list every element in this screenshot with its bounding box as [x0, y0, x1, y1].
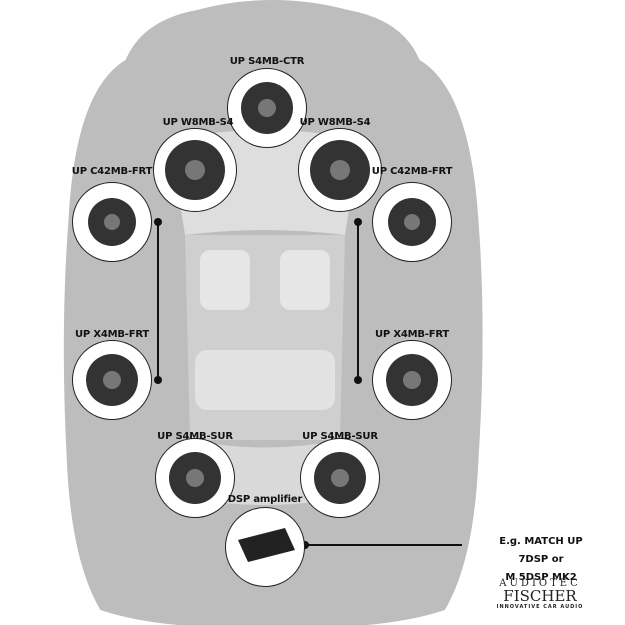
- label-woofer-left: UP W8MB-S4: [162, 117, 234, 128]
- label-surround-left: UP S4MB-SUR: [157, 431, 233, 442]
- speaker-front-comp-left: [72, 182, 152, 262]
- label-woofer-right: UP W8MB-S4: [299, 117, 371, 128]
- amplifier-note-line2: M 5DSP MK2: [505, 572, 577, 583]
- amplifier-note: E.g. MATCH UP 7DSP or M 5DSP MK2: [486, 533, 596, 587]
- dsp-amplifier: [225, 507, 305, 587]
- label-center: UP S4MB-CTR: [229, 56, 305, 67]
- logo-line3: INNOVATIVE CAR AUDIO: [496, 604, 584, 610]
- label-front-coax-right: UP X4MB-FRT: [374, 329, 450, 340]
- audiotec-fischer-logo: AUDIOTEC FISCHER INNOVATIVE CAR AUDIO: [490, 578, 590, 610]
- label-amplifier: DSP amplifier: [227, 494, 303, 505]
- speaker-woofer-right: [298, 128, 382, 212]
- label-surround-right: UP S4MB-SUR: [302, 431, 378, 442]
- label-front-coax-left: UP X4MB-FRT: [74, 329, 150, 340]
- label-front-comp-right: UP C42MB-FRT: [371, 166, 453, 177]
- amplifier-note-line1: E.g. MATCH UP 7DSP or: [499, 536, 583, 565]
- front-seat-left: [200, 250, 250, 310]
- logo-line1: AUDIOTEC: [499, 578, 581, 589]
- speaker-center: [227, 68, 307, 148]
- speaker-front-coax-right: [372, 340, 452, 420]
- speaker-surround-left: [155, 438, 235, 518]
- speaker-woofer-left: [153, 128, 237, 212]
- front-seat-right: [280, 250, 330, 310]
- speaker-front-coax-left: [72, 340, 152, 420]
- logo-line2: FISCHER: [503, 587, 577, 605]
- speaker-surround-right: [300, 438, 380, 518]
- speaker-front-comp-right: [372, 182, 452, 262]
- rear-bench: [195, 350, 335, 410]
- label-front-comp-left: UP C42MB-FRT: [71, 166, 153, 177]
